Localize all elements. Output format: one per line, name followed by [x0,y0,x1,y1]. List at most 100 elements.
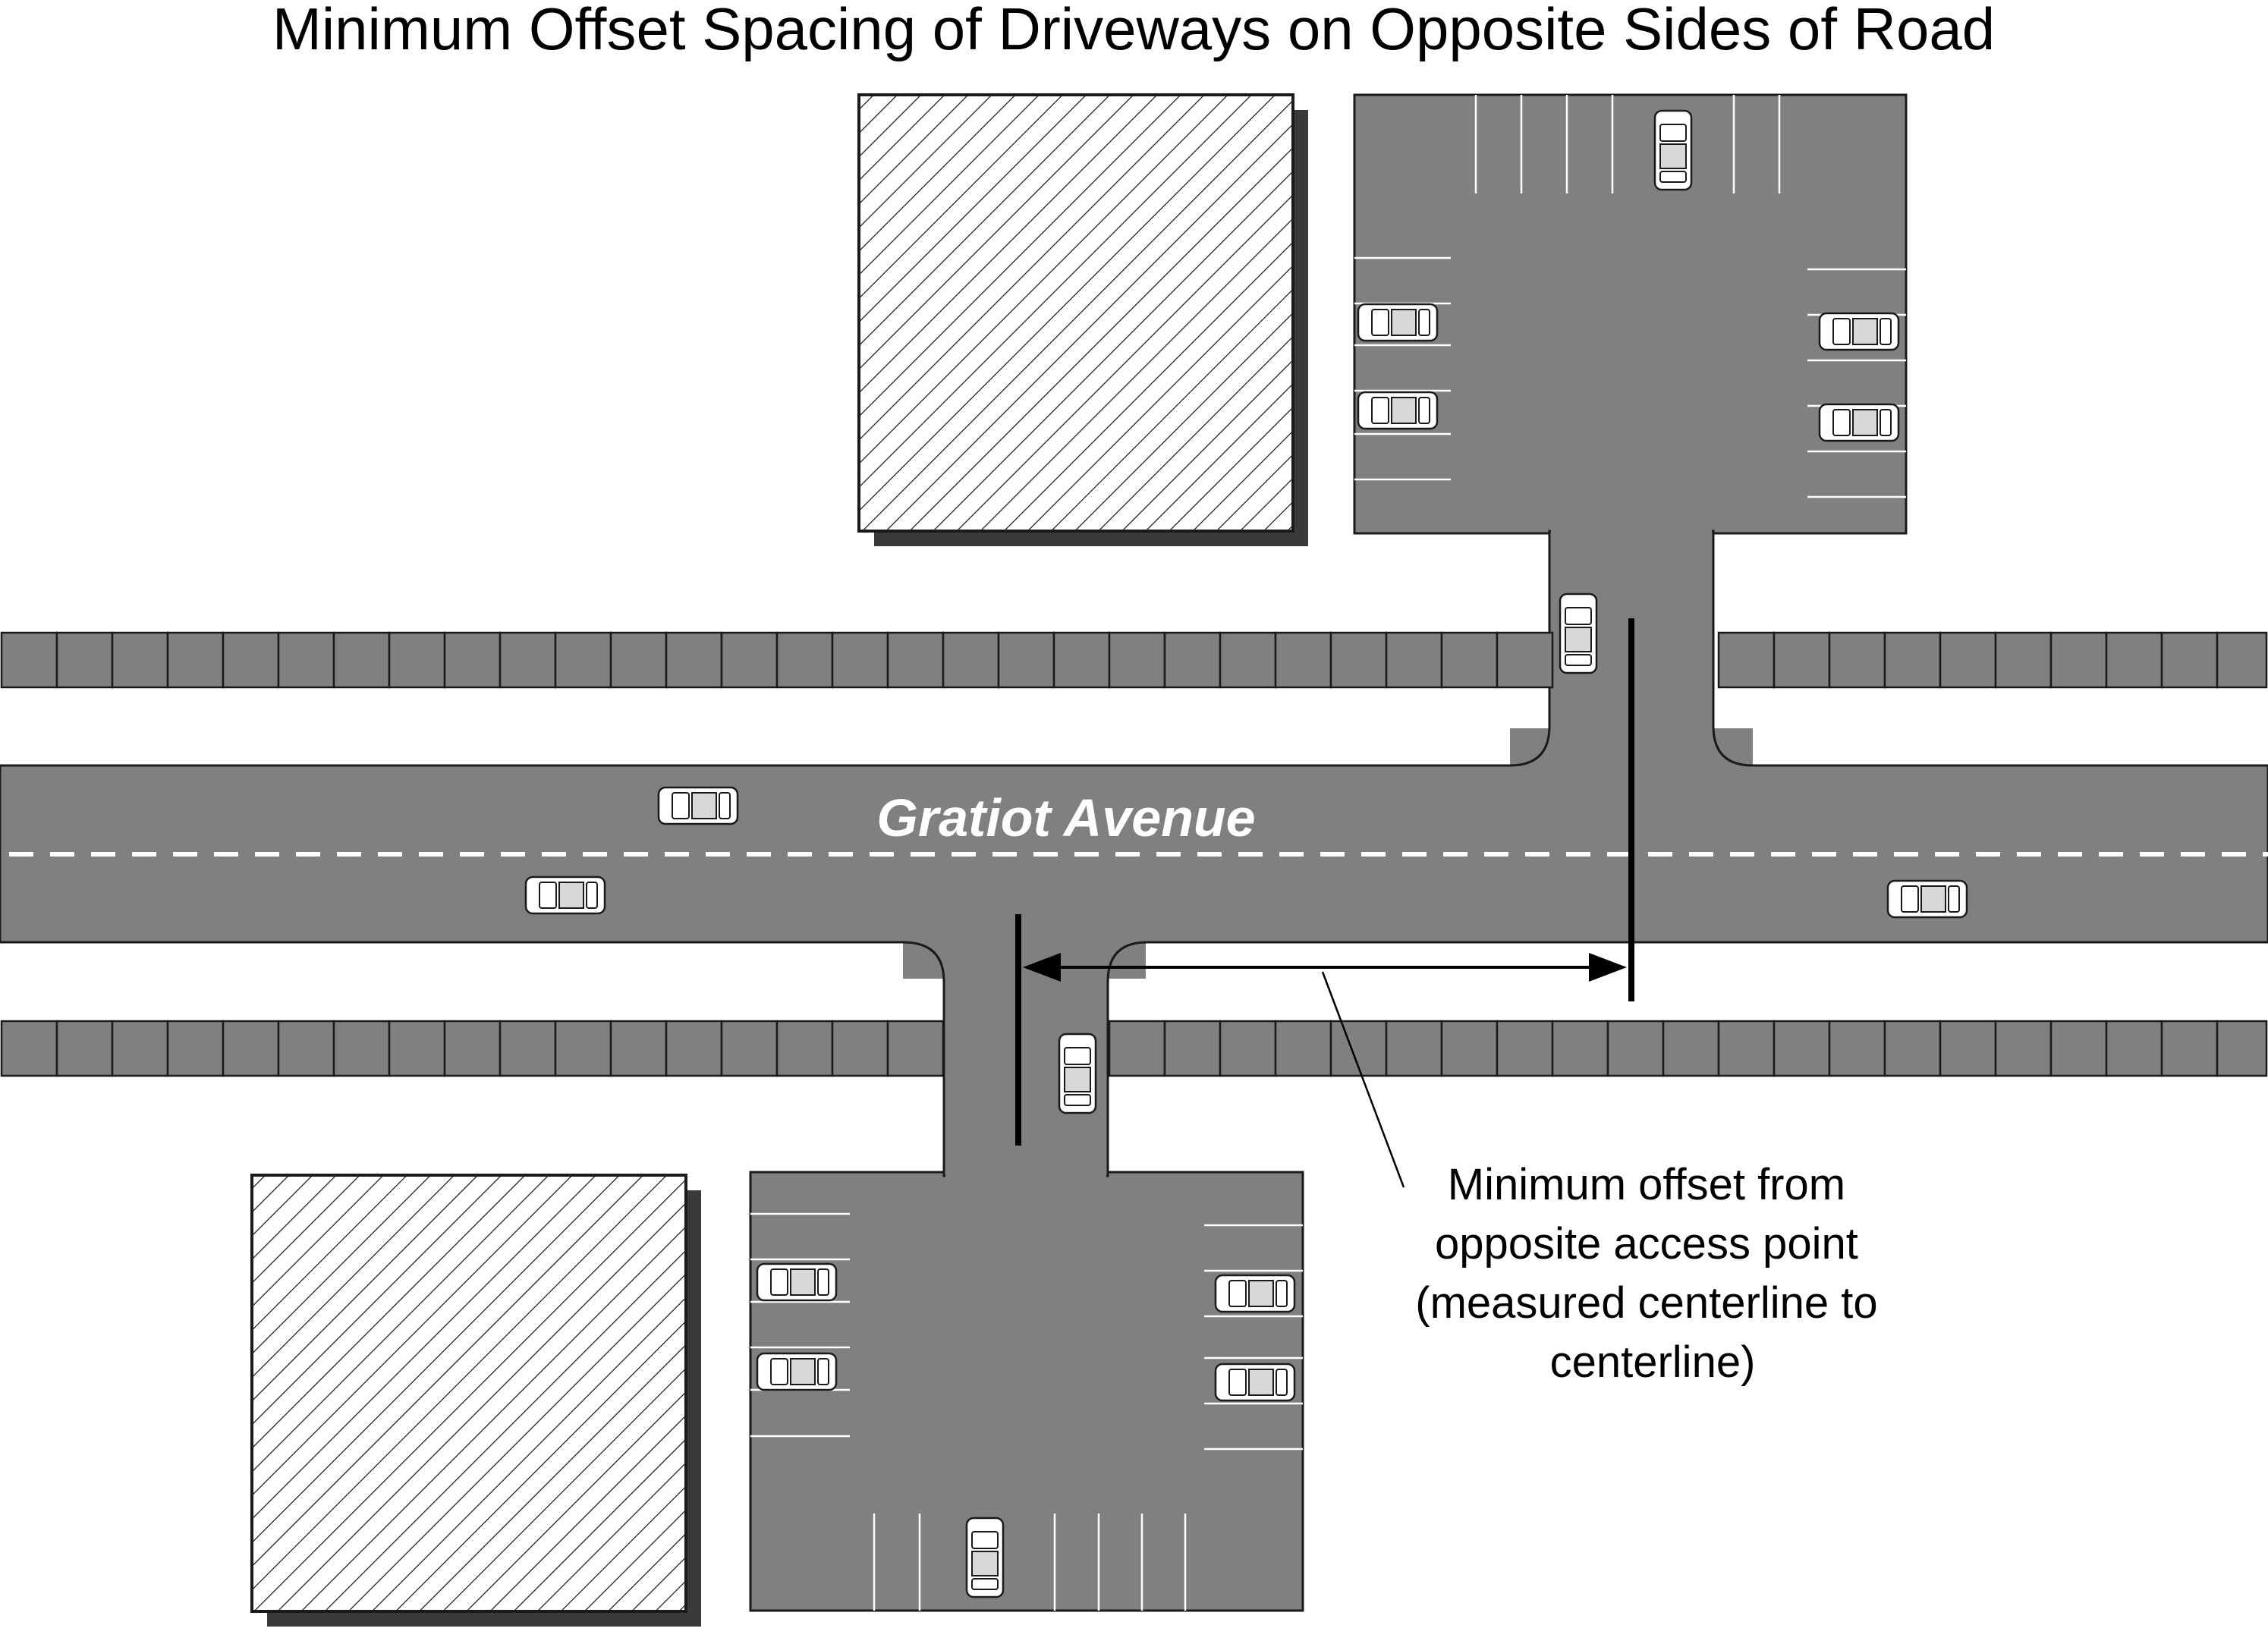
sidewalk-tile [1717,631,1776,689]
sidewalk-tile [2216,631,2268,689]
car-lot-top-4 [1818,312,1900,351]
sidewalk-tile [1163,631,1222,689]
sidewalk-tile [609,631,668,689]
offset-dimension [1015,618,1634,1188]
sidewalk-tile [55,1020,114,1077]
sidewalk-tile [499,1020,557,1077]
car-lot-bottom-5 [967,1518,1003,1597]
arrowhead-right [1589,953,1627,982]
sidewalk-tile [775,631,834,689]
sidewalk-tile [609,1020,668,1077]
leader-line [1321,971,1405,1188]
sidewalk-tile [1994,1020,2053,1077]
sidewalk-tile [886,631,945,689]
sidewalk-tile [942,631,1000,689]
car-driveway-bottom [1059,1034,1096,1113]
annotation-line-3: (measured centerline to [1415,1278,1877,1328]
sidewalk-tile [1717,1020,1776,1077]
car-driveway-top [1560,594,1596,673]
sidewalk-tile [111,1020,169,1077]
sidewalk-tile [775,1020,834,1077]
sidewalk-tile [55,631,114,689]
sidewalk-tile [388,631,446,689]
sidewalk-tile [1440,631,1499,689]
sidewalk-tile [1108,631,1166,689]
sidewalk-tile [332,631,391,689]
sidewalk-tile [166,631,225,689]
sidewalk-tile [2105,631,2163,689]
sidewalk-tile [222,631,280,689]
sidewalk-tile [1883,631,1942,689]
sidewalk-tile [111,631,169,689]
car-lot-bottom-1 [756,1262,838,1302]
sidewalk-tile [1108,1020,1166,1077]
sidewalk-tile [665,1020,723,1077]
sidewalk-tile [0,1020,58,1077]
sidewalk-tile [1994,631,2053,689]
car-lot-top-2 [1357,303,1439,342]
sidewalk-tile [2160,1020,2219,1077]
diagram-title: Minimum Offset Spacing of Driveways on O… [272,0,1995,62]
car-lot-top-3 [1357,391,1439,430]
sidewalk-tile [1828,1020,1886,1077]
sidewalk-tile [831,1020,889,1077]
car-lot-top-1 [1655,111,1691,190]
annotation-line-2: opposite access point [1435,1219,1858,1268]
annotation-line-4: centerline) [1550,1338,1756,1387]
sidewalk-tile [277,1020,335,1077]
sidewalk-tile [1274,631,1332,689]
sidewalk-tile [1828,631,1886,689]
sidewalk-tile [720,631,779,689]
car-lot-top-5 [1818,403,1900,442]
sidewalk-tile [831,631,889,689]
sidewalk-tile [222,1020,280,1077]
sidewalk-tile [1385,1020,1443,1077]
parking-lot-bottom [749,1171,1304,1612]
sidewalk-tile [0,631,58,689]
arrowhead-left [1023,953,1061,982]
sidewalk-tile [1773,1020,1831,1077]
sidewalk-bottom [0,1020,2268,1077]
sidewalk-tile [1219,1020,1277,1077]
sidewalk-tile [2216,1020,2268,1077]
sidewalk-tile [1440,1020,1499,1077]
sidewalk-tile [997,631,1055,689]
parking-stall-lines [750,95,1906,1611]
sidewalk-tile [1052,631,1111,689]
sidewalk-tile [166,1020,225,1077]
car-lot-bottom-2 [756,1352,838,1391]
sidewalk-tile [2160,631,2219,689]
sidewalk-tile [2105,1020,2163,1077]
sidewalk-tile [1662,1020,1720,1077]
sidewalk-tile [1939,1020,1997,1077]
car-lot-bottom-4 [1214,1363,1296,1402]
sidewalk-tile [554,1020,612,1077]
sidewalk-tile [443,1020,502,1077]
sidewalk-tile [499,631,557,689]
sidewalk-tile [1939,631,1997,689]
sidewalk-tile [1385,631,1443,689]
sidewalk-tile [443,631,502,689]
sidewalk-tile [388,1020,446,1077]
sidewalk-tile [1496,631,1554,689]
car-road-1 [657,786,739,825]
sidewalk-tile [1496,1020,1554,1077]
sidewalk-tile [2049,1020,2108,1077]
sidewalk-tile [886,1020,945,1077]
car-road-3 [1886,879,1968,919]
sidewalk-tile [1274,1020,1332,1077]
sidewalk-tile [332,1020,391,1077]
sidewalk-top [0,631,2268,689]
sidewalk-tile [720,1020,779,1077]
sidewalk-tile [2049,631,2108,689]
car-road-2 [524,875,606,915]
sidewalk-tile [1219,631,1277,689]
sidewalk-tile [1163,1020,1222,1077]
sidewalk-tile [277,631,335,689]
annotation-line-1: Minimum offset from [1448,1160,1845,1209]
curb-returns [0,533,2268,1172]
building-bottom [250,1174,701,1627]
building-top [857,93,1308,546]
sidewalk-tile [1551,1020,1609,1077]
